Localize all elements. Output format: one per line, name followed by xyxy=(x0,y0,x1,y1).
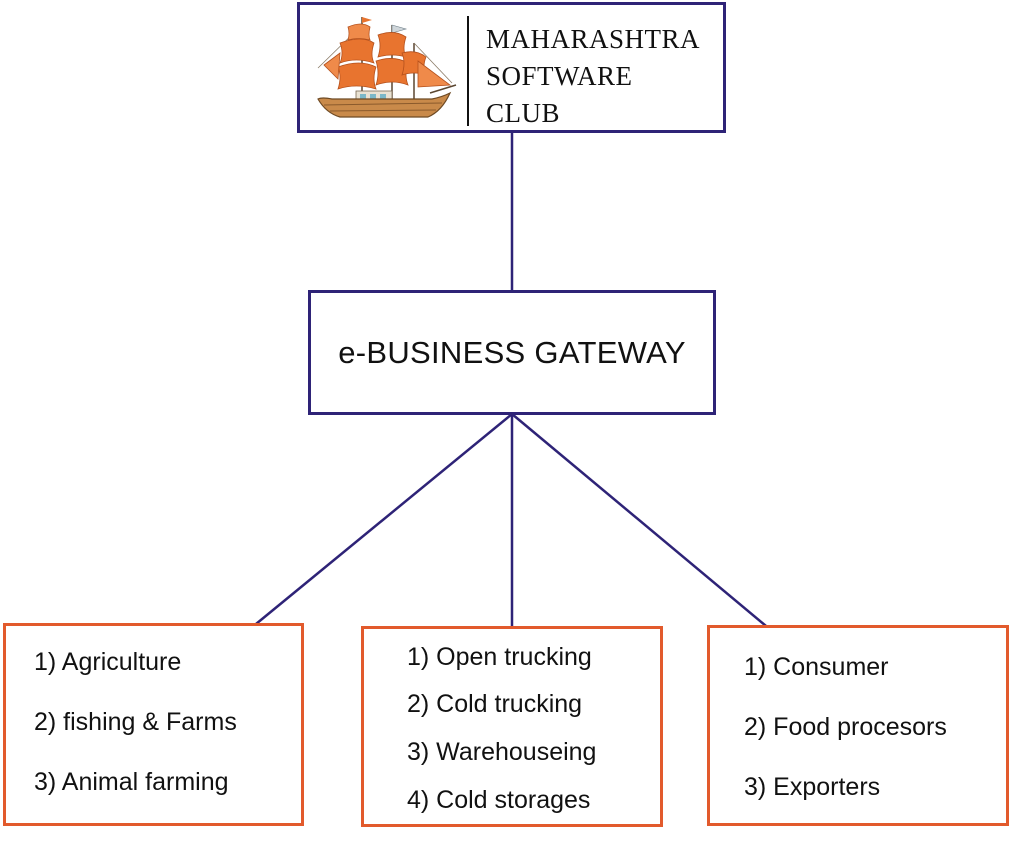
list-item: 2) Cold trucking xyxy=(407,690,583,718)
list-item: 4) Cold storages xyxy=(407,786,591,814)
logistics-box: 1) Open trucking 2) Cold trucking 3) War… xyxy=(361,626,663,827)
list-item: 3) Warehouseing xyxy=(407,738,597,766)
buyers-box: 1) Consumer 2) Food procesors 3) Exporte… xyxy=(707,625,1009,826)
club-name-line: MAHARASHTRA xyxy=(486,24,701,54)
gateway-box: e-BUSINESS GATEWAY xyxy=(308,290,716,415)
gateway-title: e-BUSINESS GATEWAY xyxy=(338,334,686,370)
list-item: 2) Food procesors xyxy=(744,713,947,741)
sailing-ship-icon xyxy=(317,17,457,118)
logo-divider xyxy=(467,16,469,126)
list-item: 1) Open trucking xyxy=(407,643,592,671)
club-name-line: SOFTWARE xyxy=(486,61,633,91)
list-item: 1) Consumer xyxy=(744,653,889,681)
club-name-line: CLUB xyxy=(486,98,561,128)
list-item: 3) Exporters xyxy=(744,773,881,801)
club-logo-box: MAHARASHTRA SOFTWARE CLUB xyxy=(297,2,726,133)
list-item: 2) fishing & Farms xyxy=(34,708,237,736)
list-item: 1) Agriculture xyxy=(34,648,182,676)
connector-gateway-to-producers xyxy=(255,413,513,625)
club-name: MAHARASHTRA SOFTWARE CLUB xyxy=(486,21,700,132)
connector-gateway-to-buyers xyxy=(511,413,767,627)
list-item: 3) Animal farming xyxy=(34,768,229,796)
producers-box: 1) Agriculture 2) fishing & Farms 3) Ani… xyxy=(3,623,304,826)
